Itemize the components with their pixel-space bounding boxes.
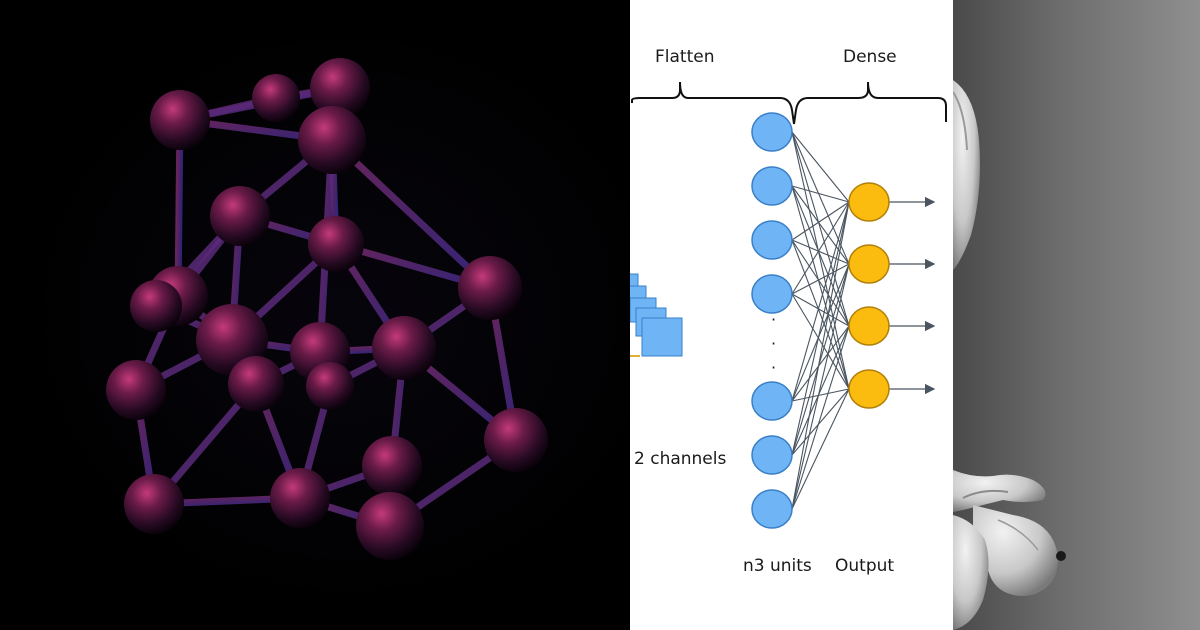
molecule-3d-icon xyxy=(106,58,548,560)
hidden-node xyxy=(751,435,793,475)
molecule-atom xyxy=(356,492,424,560)
molecule-atom xyxy=(362,436,422,496)
output-node xyxy=(848,182,890,222)
network-diagram-svg xyxy=(630,81,947,529)
dense-connections xyxy=(791,131,850,510)
hidden-node xyxy=(751,112,793,152)
connection-line xyxy=(791,239,850,327)
connection-line xyxy=(791,263,850,456)
channels-label: 2 channels xyxy=(634,449,727,469)
connection-line xyxy=(791,201,850,295)
connection-line xyxy=(791,263,850,295)
molecule-atom xyxy=(458,256,522,320)
ellipsis-dot: · xyxy=(771,310,777,329)
molecule-bond xyxy=(328,136,494,292)
connection-line xyxy=(791,325,850,510)
feature-map-stack xyxy=(630,273,683,357)
dense-label: Dense xyxy=(843,47,897,67)
hidden-node xyxy=(751,274,793,314)
output-layer-nodes xyxy=(848,182,890,409)
molecule-atom xyxy=(228,356,284,412)
hidden-units-label: n3 units xyxy=(743,556,812,576)
molecule-image-panel xyxy=(0,0,630,630)
molecule-atoms xyxy=(106,58,548,560)
output-node xyxy=(848,369,890,409)
connection-line xyxy=(791,201,850,402)
output-node xyxy=(848,306,890,346)
hidden-node xyxy=(751,166,793,206)
hidden-node xyxy=(751,489,793,529)
ellipsis-dot: · xyxy=(771,358,777,377)
molecule-atom xyxy=(252,74,300,122)
connection-line xyxy=(791,263,850,402)
connection-line xyxy=(791,293,850,390)
ellipsis-dot: · xyxy=(771,334,777,353)
molecule-atom xyxy=(150,90,210,150)
connection-line xyxy=(791,201,850,510)
connection-line xyxy=(791,131,850,203)
molecule-atom xyxy=(124,474,184,534)
connection-line xyxy=(791,293,850,327)
flatten-brace xyxy=(631,81,795,125)
molecule-atom xyxy=(310,58,370,118)
connection-line xyxy=(791,388,850,402)
connection-line xyxy=(791,325,850,456)
connection-line xyxy=(791,388,850,456)
connection-line xyxy=(791,201,850,241)
connection-line xyxy=(791,263,850,510)
molecule-atom xyxy=(372,316,436,380)
connection-line xyxy=(791,131,850,327)
connection-line xyxy=(791,239,850,390)
connection-line xyxy=(791,388,850,510)
hidden-layer-nodes xyxy=(751,112,793,529)
connection-line xyxy=(791,185,850,203)
molecule-atom xyxy=(484,408,548,472)
connection-line xyxy=(791,239,850,265)
molecule-atom xyxy=(130,280,182,332)
molecule-atom xyxy=(308,216,364,272)
output-arrows xyxy=(889,196,936,395)
connection-line xyxy=(791,185,850,327)
output-node xyxy=(848,244,890,284)
hidden-node xyxy=(751,220,793,260)
output-label: Output xyxy=(835,556,895,576)
dense-brace xyxy=(793,81,947,125)
connection-line xyxy=(791,325,850,402)
molecule-atom xyxy=(306,362,354,410)
flatten-label: Flatten xyxy=(655,47,715,67)
hidden-node xyxy=(751,381,793,421)
molecule-atom xyxy=(210,186,270,246)
skeleton-figure-icon xyxy=(953,80,1066,630)
neural-network-diagram: Flatten Dense 2 channels n3 units Output… xyxy=(630,0,953,630)
connection-line xyxy=(791,201,850,456)
molecule-atom xyxy=(106,360,166,420)
skeleton-image-panel xyxy=(953,0,1200,630)
molecule-atom xyxy=(298,106,366,174)
molecule-atom xyxy=(270,468,330,528)
